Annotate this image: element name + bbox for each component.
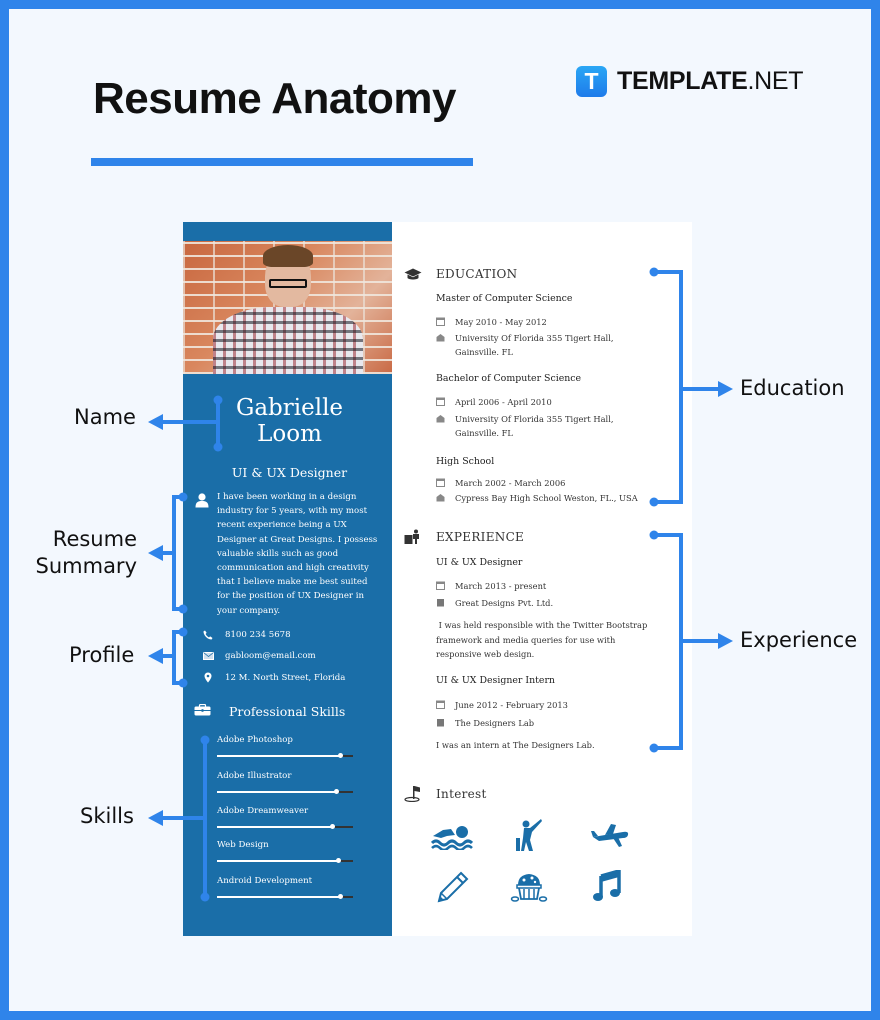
user-icon [195,493,209,513]
education-place: University Of Florida 355 Tigert Hall,Ga… [436,331,614,359]
contact-address: 12 M. North Street, Florida [199,672,345,683]
cupcake-icon [510,871,548,910]
skill-level-bar [217,753,353,758]
skill-item: Adobe Dreamweaver [217,806,357,829]
experience-heading: EXPERIENCE [403,529,524,545]
experience-dates: March 2013 - present [436,579,546,593]
office-building-icon [436,718,446,727]
music-note-icon [593,868,621,907]
map-pin-icon [199,672,217,683]
brand-mark-icon: T [576,66,607,97]
brand-logo: T TEMPLATE.NET [576,66,804,97]
phone-icon [199,630,217,640]
experience-description: I was held responsible with the Twitter … [436,620,648,659]
resume-document: Gabrielle Loom UI & UX Designer I have b… [183,222,692,936]
skill-level-bar [217,824,353,829]
skill-item: Adobe Illustrator [217,771,357,794]
golf-flag-icon [403,785,423,802]
page-title: Resume Anatomy [93,74,457,123]
interest-heading: Interest [403,785,487,802]
pencil-icon [437,871,469,908]
experience-entry-title: UI & UX Designer Intern [436,675,555,686]
experience-company: The Designers Lab [436,716,534,730]
brand-name: TEMPLATE.NET [617,67,804,95]
skill-item: Android Development [217,876,357,899]
annotation-name: Name [74,405,136,429]
education-dates: May 2010 - May 2012 [436,315,547,329]
annotation-skills: Skills [80,804,134,828]
skill-level-bar [217,789,353,794]
calendar-icon [436,317,446,326]
swimming-icon [430,824,474,855]
calendar-icon [436,397,446,406]
candidate-name: Gabrielle Loom [235,395,344,447]
annotation-resume-summary: Resume Summary [35,527,137,578]
skill-item: Adobe Photoshop [217,735,357,758]
desk-worker-icon [403,529,423,545]
education-dates: March 2002 - March 2006 [436,476,565,490]
annotation-education: Education [740,376,845,400]
calendar-icon [436,700,446,709]
experience-description: I was an intern at The Designers Lab. [436,740,595,750]
education-place: Cypress Bay High School Weston, FL., USA [436,491,638,505]
skills-heading: Professional Skills [194,703,345,719]
envelope-icon [199,652,217,660]
skill-level-bar [217,894,353,899]
title-underline [91,158,473,166]
experience-entry-title: UI & UX Designer [436,557,523,568]
education-entry-title: High School [436,456,495,467]
annotation-profile: Profile [69,643,135,667]
experience-company: Great Designs Pvt. Ltd. [436,596,553,610]
building-icon [436,414,446,423]
calendar-icon [436,478,446,487]
experience-dates: June 2012 - February 2013 [436,698,568,712]
resume-sidebar: Gabrielle Loom UI & UX Designer I have b… [183,222,392,936]
airplane-icon [591,824,629,853]
education-place: University Of Florida 355 Tigert Hall,Ga… [436,412,614,440]
education-heading: EDUCATION [403,267,517,281]
contact-phone: 8100 234 5678 [199,630,291,640]
cricket-icon [515,818,543,857]
briefcase-icon [194,703,211,719]
profile-photo [183,241,392,374]
office-building-icon [436,598,446,607]
graduation-cap-icon [403,268,423,281]
building-icon [436,333,446,342]
education-entry-title: Bachelor of Computer Science [436,373,582,384]
education-entry-title: Master of Computer Science [436,293,573,304]
annotation-experience: Experience [740,628,858,652]
resume-summary: I have been working in a design industry… [217,492,378,616]
contact-email: gabloom@email.com [199,651,316,661]
skill-item: Web Design [217,840,357,863]
building-icon [436,493,446,502]
education-dates: April 2006 - April 2010 [436,395,552,409]
calendar-icon [436,581,446,590]
skill-level-bar [217,858,353,863]
candidate-role: UI & UX Designer [231,465,348,480]
